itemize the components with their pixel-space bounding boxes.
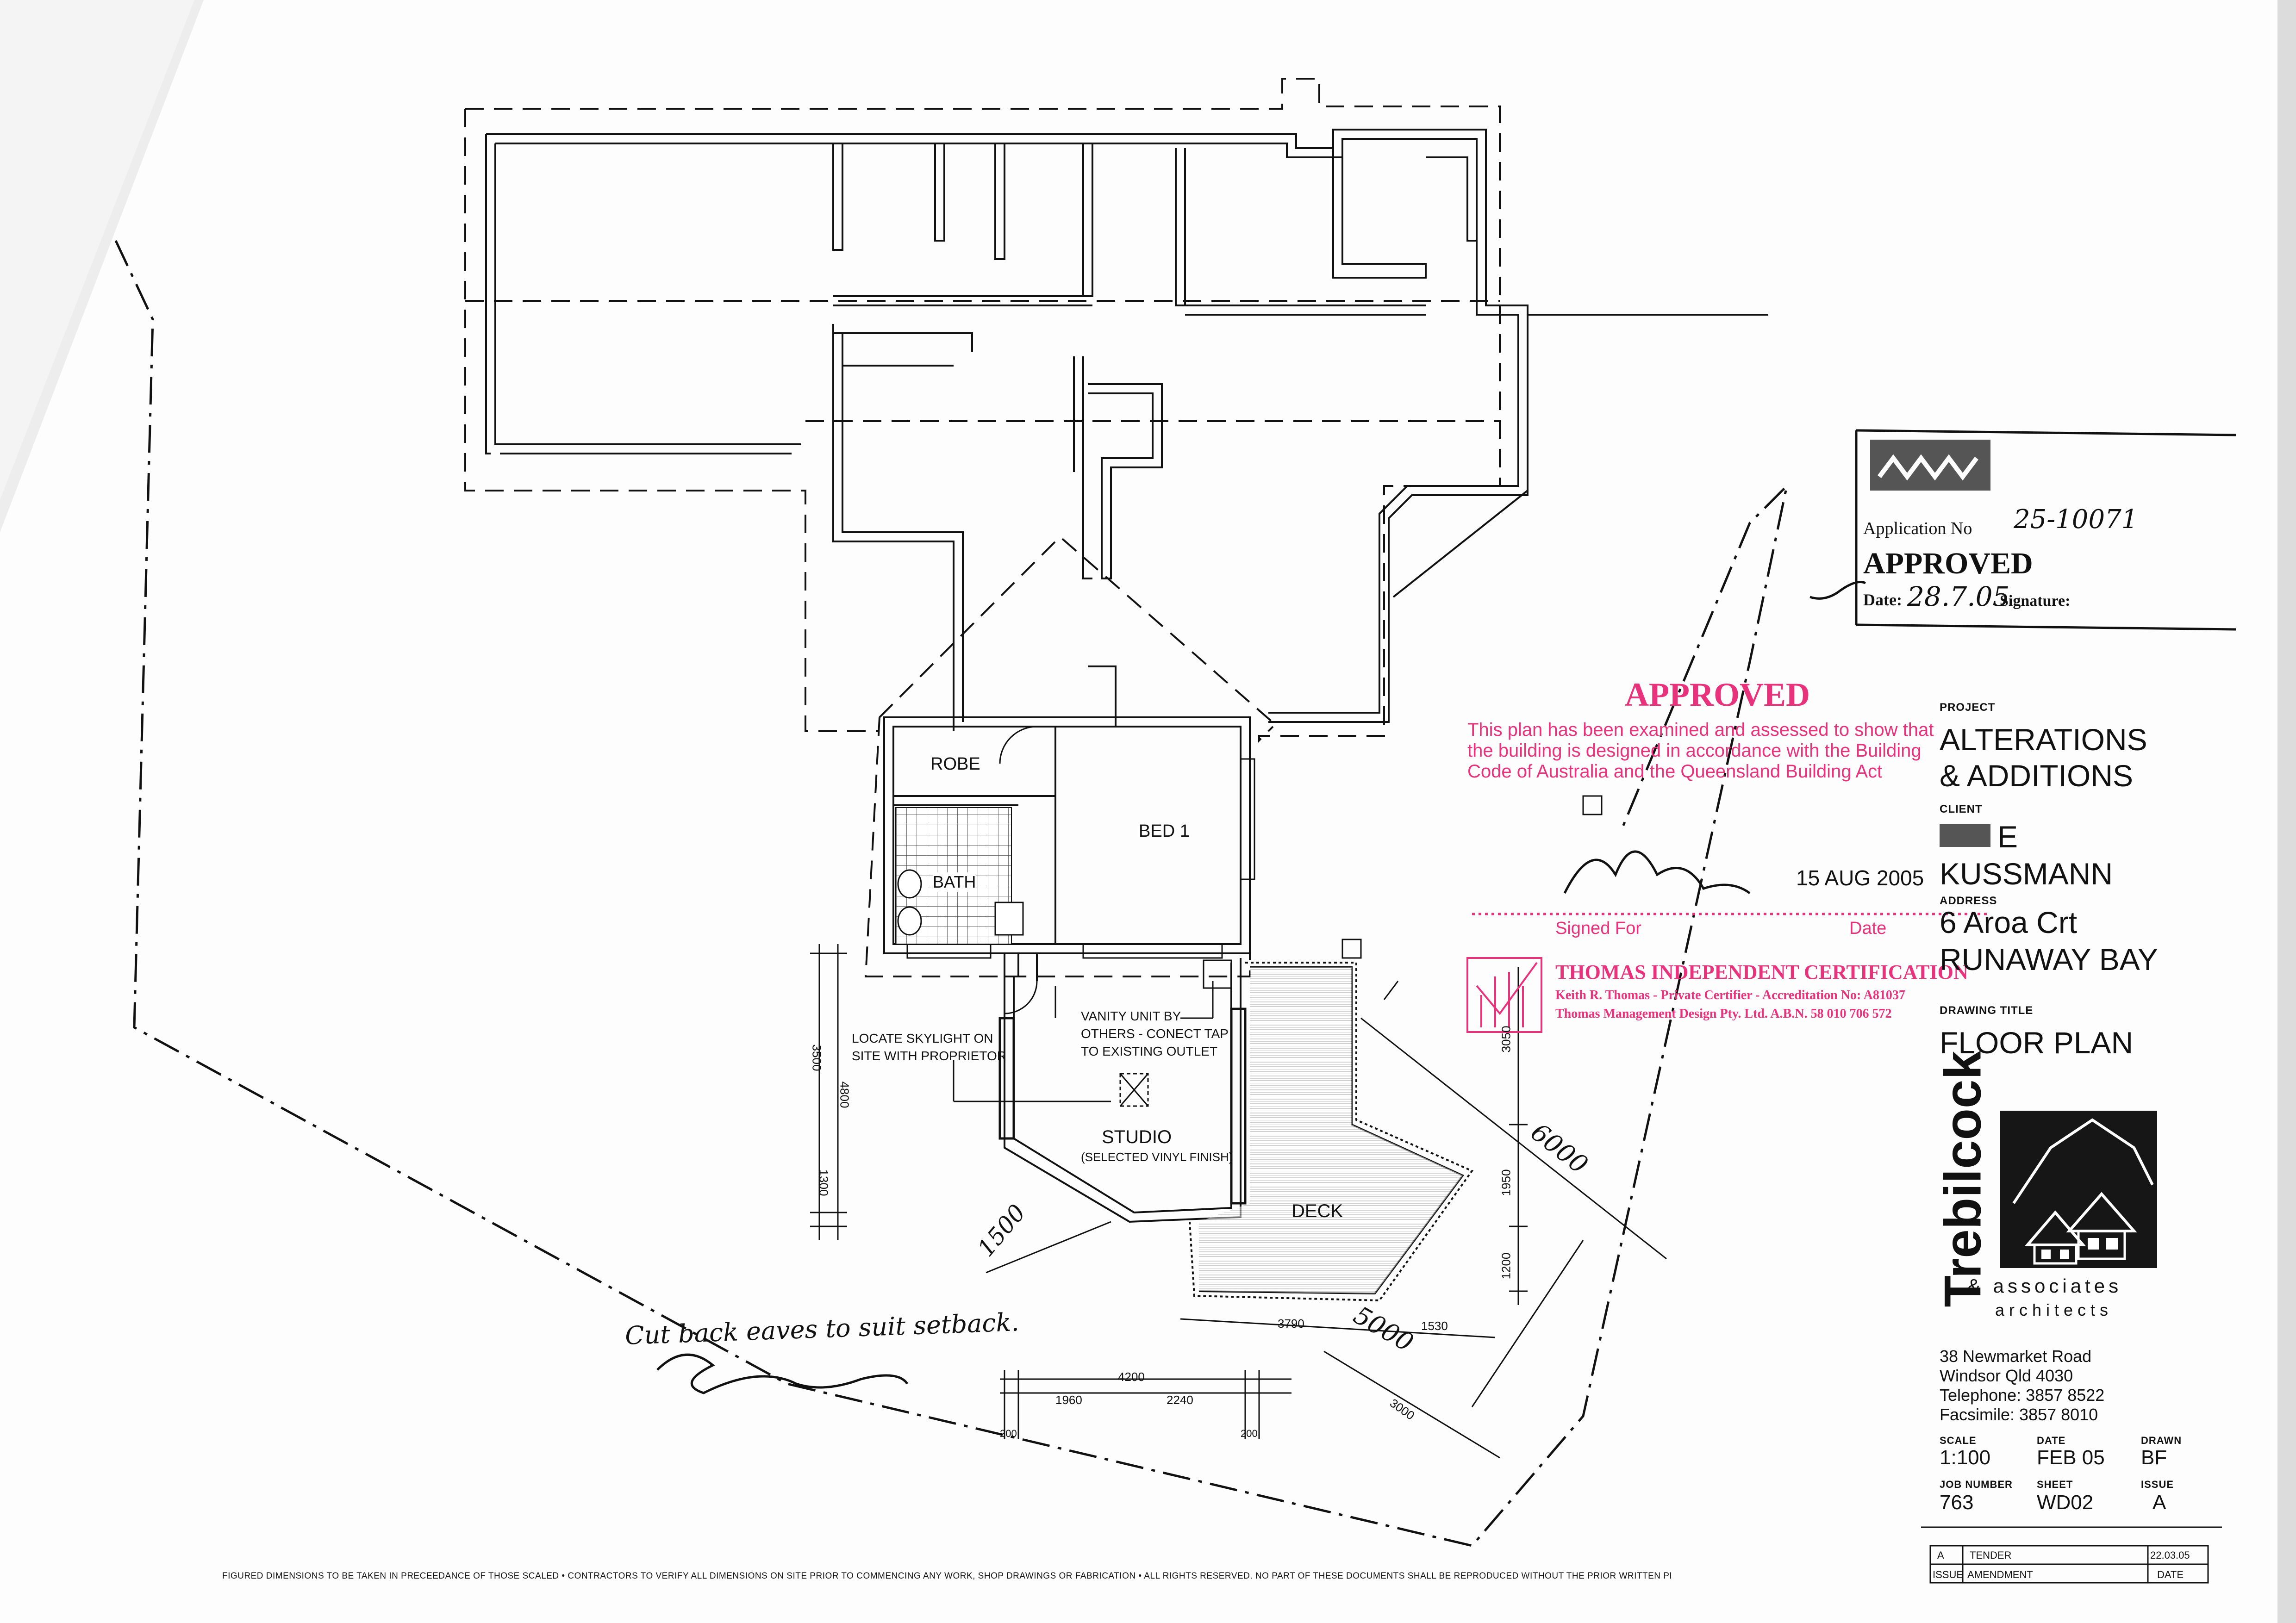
- date-label: DATE: [2037, 1435, 2066, 1446]
- application-no-value: 25-10071: [2014, 504, 2138, 535]
- sheet-label: SHEET: [2037, 1479, 2073, 1490]
- certifier-abn: Thomas Management Design Pty. Ltd. A.B.N…: [1555, 1007, 1892, 1021]
- application-no-label: Application No: [1863, 519, 1972, 538]
- address-label: ADDRESS: [1940, 895, 1997, 907]
- firm-logo-icon: [2000, 1111, 2157, 1268]
- application-date-label: Date:: [1863, 591, 1902, 609]
- certifier-date-stamp: 15 AUG 2005: [1796, 866, 1924, 890]
- client-label: CLIENT: [1940, 803, 1983, 815]
- dim-3790: 3790: [1278, 1317, 1304, 1331]
- firm-address-2: Windsor Qld 4030: [1940, 1366, 2073, 1385]
- dim-3050: 3050: [1499, 1026, 1513, 1053]
- revision-table: [1921, 1526, 2222, 1584]
- drawing-title-label: DRAWING TITLE: [1940, 1004, 2034, 1017]
- certifier-company: THOMAS INDEPENDENT CERTIFICATION: [1555, 961, 1968, 983]
- approval-signature: [1809, 581, 1866, 600]
- room-label-robe: ROBE: [930, 754, 980, 774]
- project-label: PROJECT: [1940, 701, 1996, 714]
- certifier-date-label: Date: [1849, 919, 1887, 938]
- footer-notes: FIGURED DIMENSIONS TO BE TAKEN IN PRECEE…: [222, 1571, 1671, 1581]
- existing-walls: [485, 129, 1768, 1302]
- application-signature-label: Signature:: [2000, 592, 2071, 609]
- certifier-accreditation: Keith R. Thomas - Private Certifier - Ac…: [1555, 988, 1905, 1002]
- room-label-bed1: BED 1: [1139, 821, 1190, 841]
- application-stamp: [1855, 429, 2236, 631]
- certifier-text-line2: the building is designed in accordance w…: [1467, 740, 1922, 761]
- issue-value: A: [2152, 1491, 2166, 1514]
- sheet-value: WD02: [2037, 1491, 2094, 1514]
- room-label-studio: STUDIO: [1102, 1127, 1172, 1147]
- dim-4200: 4200: [1118, 1370, 1145, 1384]
- client-line2: KUSSMANN: [1940, 857, 2113, 891]
- dim-1960: 1960: [1055, 1393, 1082, 1407]
- dim-4800: 4800: [837, 1081, 852, 1108]
- handwritten-signature: [656, 1353, 909, 1394]
- address-line2: RUNAWAY BAY: [1940, 942, 2158, 976]
- vanity-note-line2: OTHERS - CONECT TAP: [1081, 1026, 1229, 1041]
- dim-200-right: 200: [1241, 1428, 1258, 1439]
- address-line1: 6 Aroa Crt: [1940, 905, 2078, 939]
- revision-date: 22.03.05: [2150, 1549, 2190, 1561]
- certifier-signed-for: Signed For: [1555, 919, 1641, 938]
- application-approved: APPROVED: [1863, 547, 2033, 580]
- certifier-signature: [1563, 850, 1751, 895]
- dim-1950: 1950: [1499, 1169, 1513, 1196]
- scan-edge-shadow: [2277, 0, 2296, 1623]
- deck-boards: [1199, 967, 1463, 1293]
- dimension-lines: [810, 944, 1667, 1459]
- revision-description: TENDER: [1970, 1549, 2012, 1561]
- certifier-text-line3: Code of Australia and the Queensland Bui…: [1467, 761, 1883, 782]
- room-label-bath: BATH: [933, 872, 976, 892]
- site-boundary: [114, 240, 1789, 1547]
- certifier-text-line1: This plan has been examined and assessed…: [1467, 720, 1934, 740]
- drawn-value: BF: [2141, 1446, 2167, 1469]
- issue-label: ISSUE: [2141, 1479, 2174, 1490]
- dim-2240: 2240: [1167, 1393, 1193, 1407]
- client-redaction: [1940, 824, 1990, 847]
- drawn-label: DRAWN: [2141, 1435, 2182, 1446]
- scale-label: SCALE: [1940, 1435, 1977, 1446]
- firm-subtitle-1: & associates: [1967, 1275, 2122, 1297]
- dim-3500: 3500: [810, 1044, 824, 1071]
- council-logo-icon: [1870, 440, 1990, 491]
- dim-1200: 1200: [1499, 1252, 1513, 1280]
- date-value: FEB 05: [2037, 1446, 2105, 1469]
- firm-address-1: 38 Newmarket Road: [1940, 1347, 2092, 1366]
- firm-telephone: Telephone: 3857 8522: [1940, 1386, 2105, 1405]
- certifier-logo-icon: [1466, 957, 1542, 1033]
- dim-1300: 1300: [817, 1169, 831, 1196]
- revision-header-issue: ISSUE: [1933, 1569, 1964, 1580]
- skylight-note-line1: LOCATE SKYLIGHT ON: [852, 1031, 993, 1045]
- skylight-note-line2: SITE WITH PROPRIETOR: [852, 1049, 1006, 1063]
- client-line1: E: [1997, 820, 2018, 854]
- job-number-value: 763: [1940, 1491, 1974, 1514]
- revision-header-date: DATE: [2157, 1569, 2184, 1580]
- job-number-label: JOB NUMBER: [1940, 1479, 2013, 1490]
- firm-subtitle-2: architects: [1995, 1300, 2113, 1319]
- studio-finish-note: (SELECTED VINYL FINISH): [1081, 1150, 1233, 1164]
- firm-facsimile: Facsimile: 3857 8010: [1940, 1405, 2098, 1424]
- project-line2: & ADDITIONS: [1940, 759, 2134, 793]
- revision-header-amendment: AMENDMENT: [1967, 1569, 2033, 1580]
- room-label-deck: DECK: [1292, 1201, 1343, 1221]
- vanity-note-line3: TO EXISTING OUTLET: [1081, 1044, 1218, 1058]
- dim-1530: 1530: [1421, 1319, 1448, 1333]
- revision-issue: A: [1937, 1549, 1944, 1561]
- dim-200-left: 200: [1000, 1428, 1017, 1439]
- vanity-note-line1: VANITY UNIT BY: [1081, 1009, 1181, 1023]
- certifier-approved: APPROVED: [1625, 676, 1810, 713]
- application-date-value: 28.7.05: [1907, 581, 2010, 612]
- drawing-title: FLOOR PLAN: [1940, 1026, 2134, 1060]
- project-line1: ALTERATIONS: [1940, 722, 2147, 757]
- scale-value: 1:100: [1940, 1446, 1991, 1469]
